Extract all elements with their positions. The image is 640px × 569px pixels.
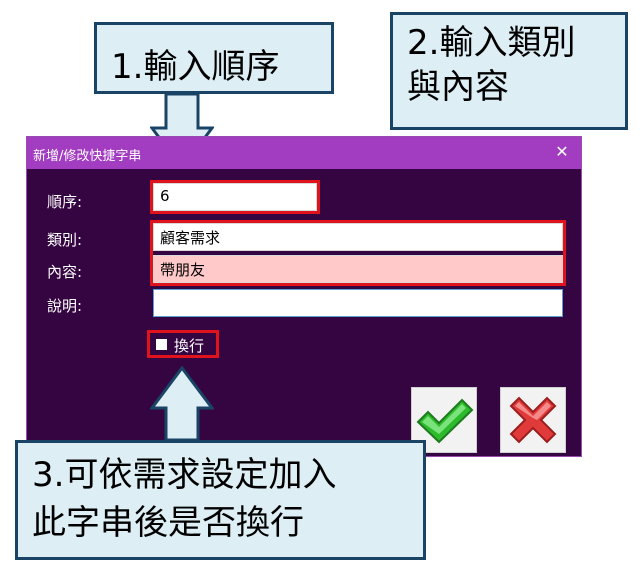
category-value: 顧客需求 bbox=[160, 229, 221, 247]
ok-button[interactable] bbox=[411, 387, 477, 453]
x-icon bbox=[509, 396, 557, 444]
callout-step-2-line-2: 與內容 bbox=[407, 67, 509, 107]
order-input[interactable]: 6 bbox=[150, 180, 320, 214]
newline-checkbox-label: 換行 bbox=[174, 337, 205, 355]
callout-step-2: 2.輸入類別 與內容 bbox=[390, 12, 628, 130]
order-label: 順序: bbox=[47, 193, 83, 211]
callout-step-1: 1.輸入順序 bbox=[94, 22, 334, 94]
check-icon bbox=[416, 398, 474, 444]
content-input[interactable]: 帶朋友 bbox=[153, 255, 563, 283]
cancel-button[interactable] bbox=[500, 387, 566, 453]
description-label: 說明: bbox=[47, 297, 83, 315]
callout-step-1-text: 1.輸入順序 bbox=[111, 47, 280, 87]
callout-step-3-line-1: 3.可依需求設定加入 bbox=[32, 455, 337, 495]
description-input[interactable] bbox=[153, 289, 563, 317]
callout-step-2-line-1: 2.輸入類別 bbox=[407, 23, 576, 63]
callout-step-3-line-2: 此字串後是否換行 bbox=[32, 503, 304, 543]
content-value: 帶朋友 bbox=[160, 261, 206, 279]
callout-step-3: 3.可依需求設定加入 此字串後是否換行 bbox=[15, 440, 426, 560]
close-button[interactable]: ✕ bbox=[555, 142, 569, 161]
arrow-up-icon bbox=[150, 366, 214, 442]
dialog-title: 新增/修改快捷字串 bbox=[33, 149, 142, 164]
newline-checkbox-row[interactable]: 換行 bbox=[147, 330, 219, 358]
category-label: 類別: bbox=[47, 231, 83, 249]
newline-checkbox[interactable] bbox=[156, 339, 167, 350]
category-content-highlight bbox=[150, 220, 566, 286]
edit-shortcut-dialog: 新增/修改快捷字串 ✕ 順序: 6 類別: 顧客需求 內容: 帶朋友 說明: 換… bbox=[26, 136, 582, 457]
category-input[interactable]: 顧客需求 bbox=[153, 223, 563, 251]
dialog-titlebar: 新增/修改快捷字串 ✕ bbox=[27, 137, 581, 169]
content-label: 內容: bbox=[47, 263, 83, 281]
order-value: 6 bbox=[160, 187, 170, 205]
